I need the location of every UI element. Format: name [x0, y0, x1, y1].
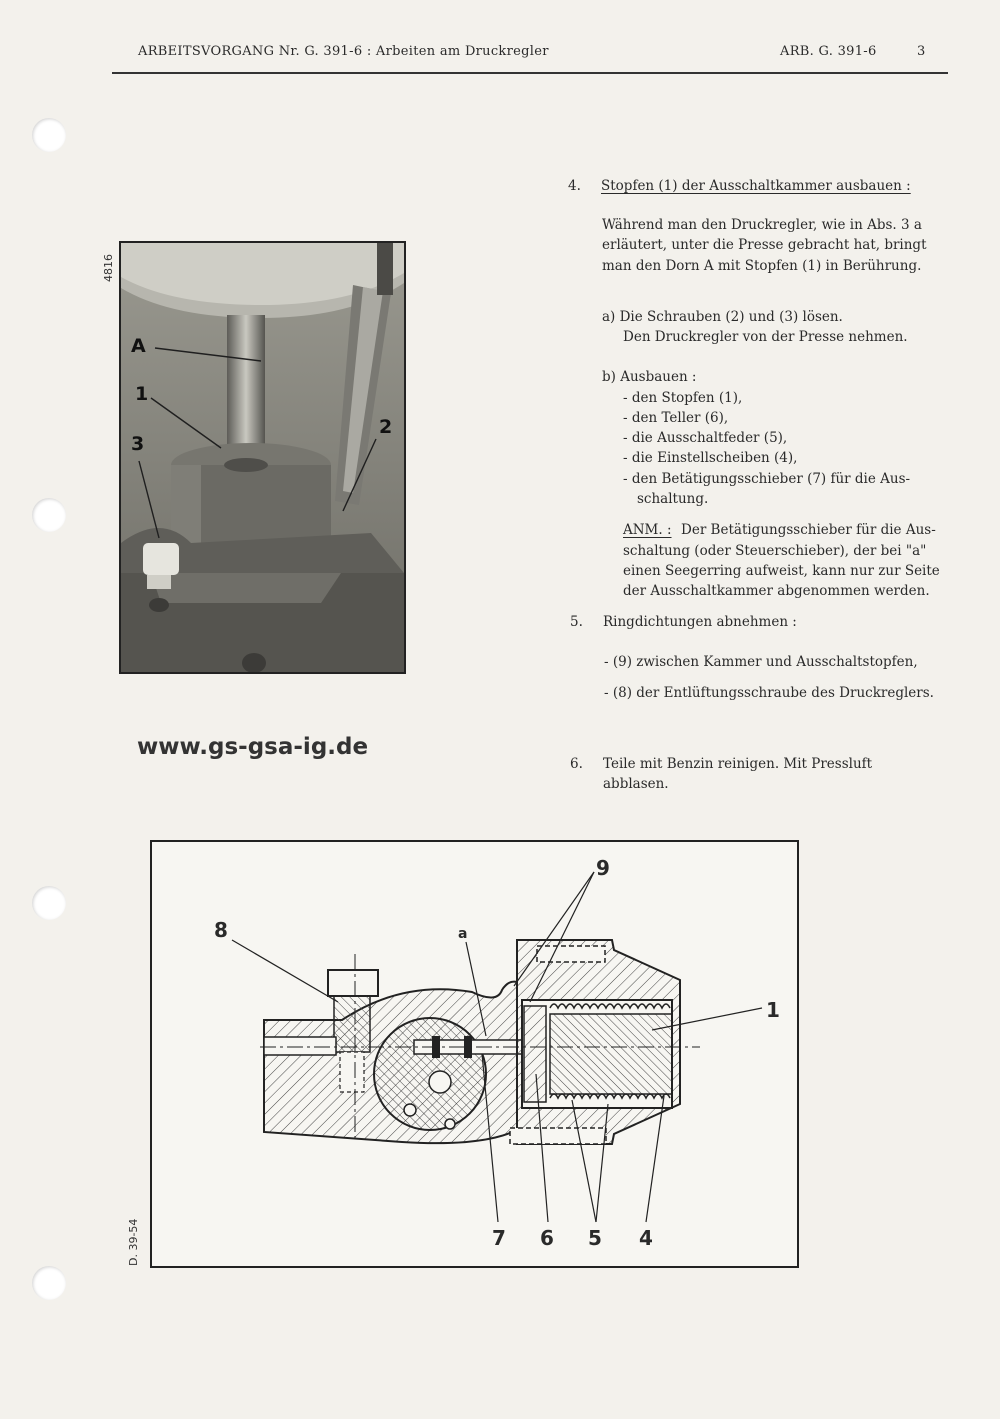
photo-label-1: 1: [135, 383, 149, 405]
step-4b-item: - den Teller (6),: [623, 410, 729, 426]
photo-label-a: A: [131, 335, 146, 357]
diagram-label-a: a: [458, 926, 468, 942]
step-4a-line: Den Druckregler von der Presse nehmen.: [623, 329, 908, 345]
punch-hole: [32, 886, 66, 920]
punch-hole: [32, 498, 66, 532]
step-4b-item: - den Betätigungsschieber (7) für die Au…: [623, 471, 911, 487]
diagram-label-1: 1: [766, 998, 780, 1022]
step-4b-item: - die Ausschaltfeder (5),: [623, 430, 788, 446]
diagram-label-4: 4: [639, 1226, 653, 1250]
photo-label-3: 3: [131, 433, 145, 455]
punch-hole: [32, 118, 66, 152]
step-4b-item: schaltung.: [637, 491, 709, 507]
step-4-intro-line: man den Dorn A mit Stopfen (1) in Berühr…: [602, 258, 922, 274]
step-4-intro-line: erläutert, unter die Presse gebracht hat…: [602, 237, 927, 253]
note-line: schaltung (oder Steuerschieber), der bei…: [623, 543, 927, 559]
diagram-label-7: 7: [492, 1226, 506, 1250]
note-line: Der Betätigungsschieber für die Aus-: [681, 522, 936, 538]
step-5-item: - (8) der Entlüftungsschraube des Druckr…: [604, 685, 934, 701]
press-photo: A 1 2 3: [119, 241, 406, 674]
diagram-code: D. 39-54: [127, 1218, 140, 1266]
step-6-number: 6.: [570, 756, 583, 772]
step-4a-line: a) Die Schrauben (2) und (3) lösen.: [602, 309, 843, 325]
step-6-line: Teile mit Benzin reinigen. Mit Pressluft: [603, 756, 873, 772]
step-5-title: Ringdichtungen abnehmen :: [603, 614, 797, 630]
press-photo-image: [121, 243, 404, 672]
diagram-label-9: 9: [596, 856, 610, 880]
header-code: ARB. G. 391-6: [780, 44, 877, 59]
photo-side-number: 4816: [102, 254, 115, 282]
photo-label-2: 2: [379, 416, 393, 438]
step-6-line: abblasen.: [603, 776, 669, 792]
punch-hole: [32, 1266, 66, 1300]
website-watermark: www.gs-gsa-ig.de: [137, 734, 369, 760]
header-title: ARBEITSVORGANG Nr. G. 391-6 : Arbeiten a…: [138, 44, 549, 59]
cross-section-diagram: 8 9 a 1 7 6 5 4: [150, 840, 799, 1268]
note-line: einen Seegerring aufweist, kann nur zur …: [623, 563, 940, 579]
page-number: 3: [917, 44, 926, 59]
cross-section-drawing: [231, 871, 763, 1223]
step-4b-title: b) Ausbauen :: [602, 369, 697, 385]
step-4b-item: - die Einstellscheiben (4),: [623, 450, 798, 466]
step-4-title: Stopfen (1) der Ausschaltkammer ausbauen…: [601, 178, 911, 194]
note-label: ANM. :: [623, 522, 672, 538]
header-rule: [112, 72, 948, 74]
step-5-number: 5.: [570, 614, 583, 630]
step-4-number: 4.: [568, 178, 581, 194]
note-line: der Ausschaltkammer abgenommen werden.: [623, 583, 930, 599]
diagram-label-5: 5: [588, 1226, 602, 1250]
step-4-intro-line: Während man den Druckregler, wie in Abs.…: [602, 217, 922, 233]
diagram-label-6: 6: [540, 1226, 554, 1250]
step-4b-item: - den Stopfen (1),: [623, 390, 743, 406]
diagram-label-8: 8: [214, 918, 228, 942]
step-5-item: - (9) zwischen Kammer und Ausschaltstopf…: [604, 654, 918, 670]
